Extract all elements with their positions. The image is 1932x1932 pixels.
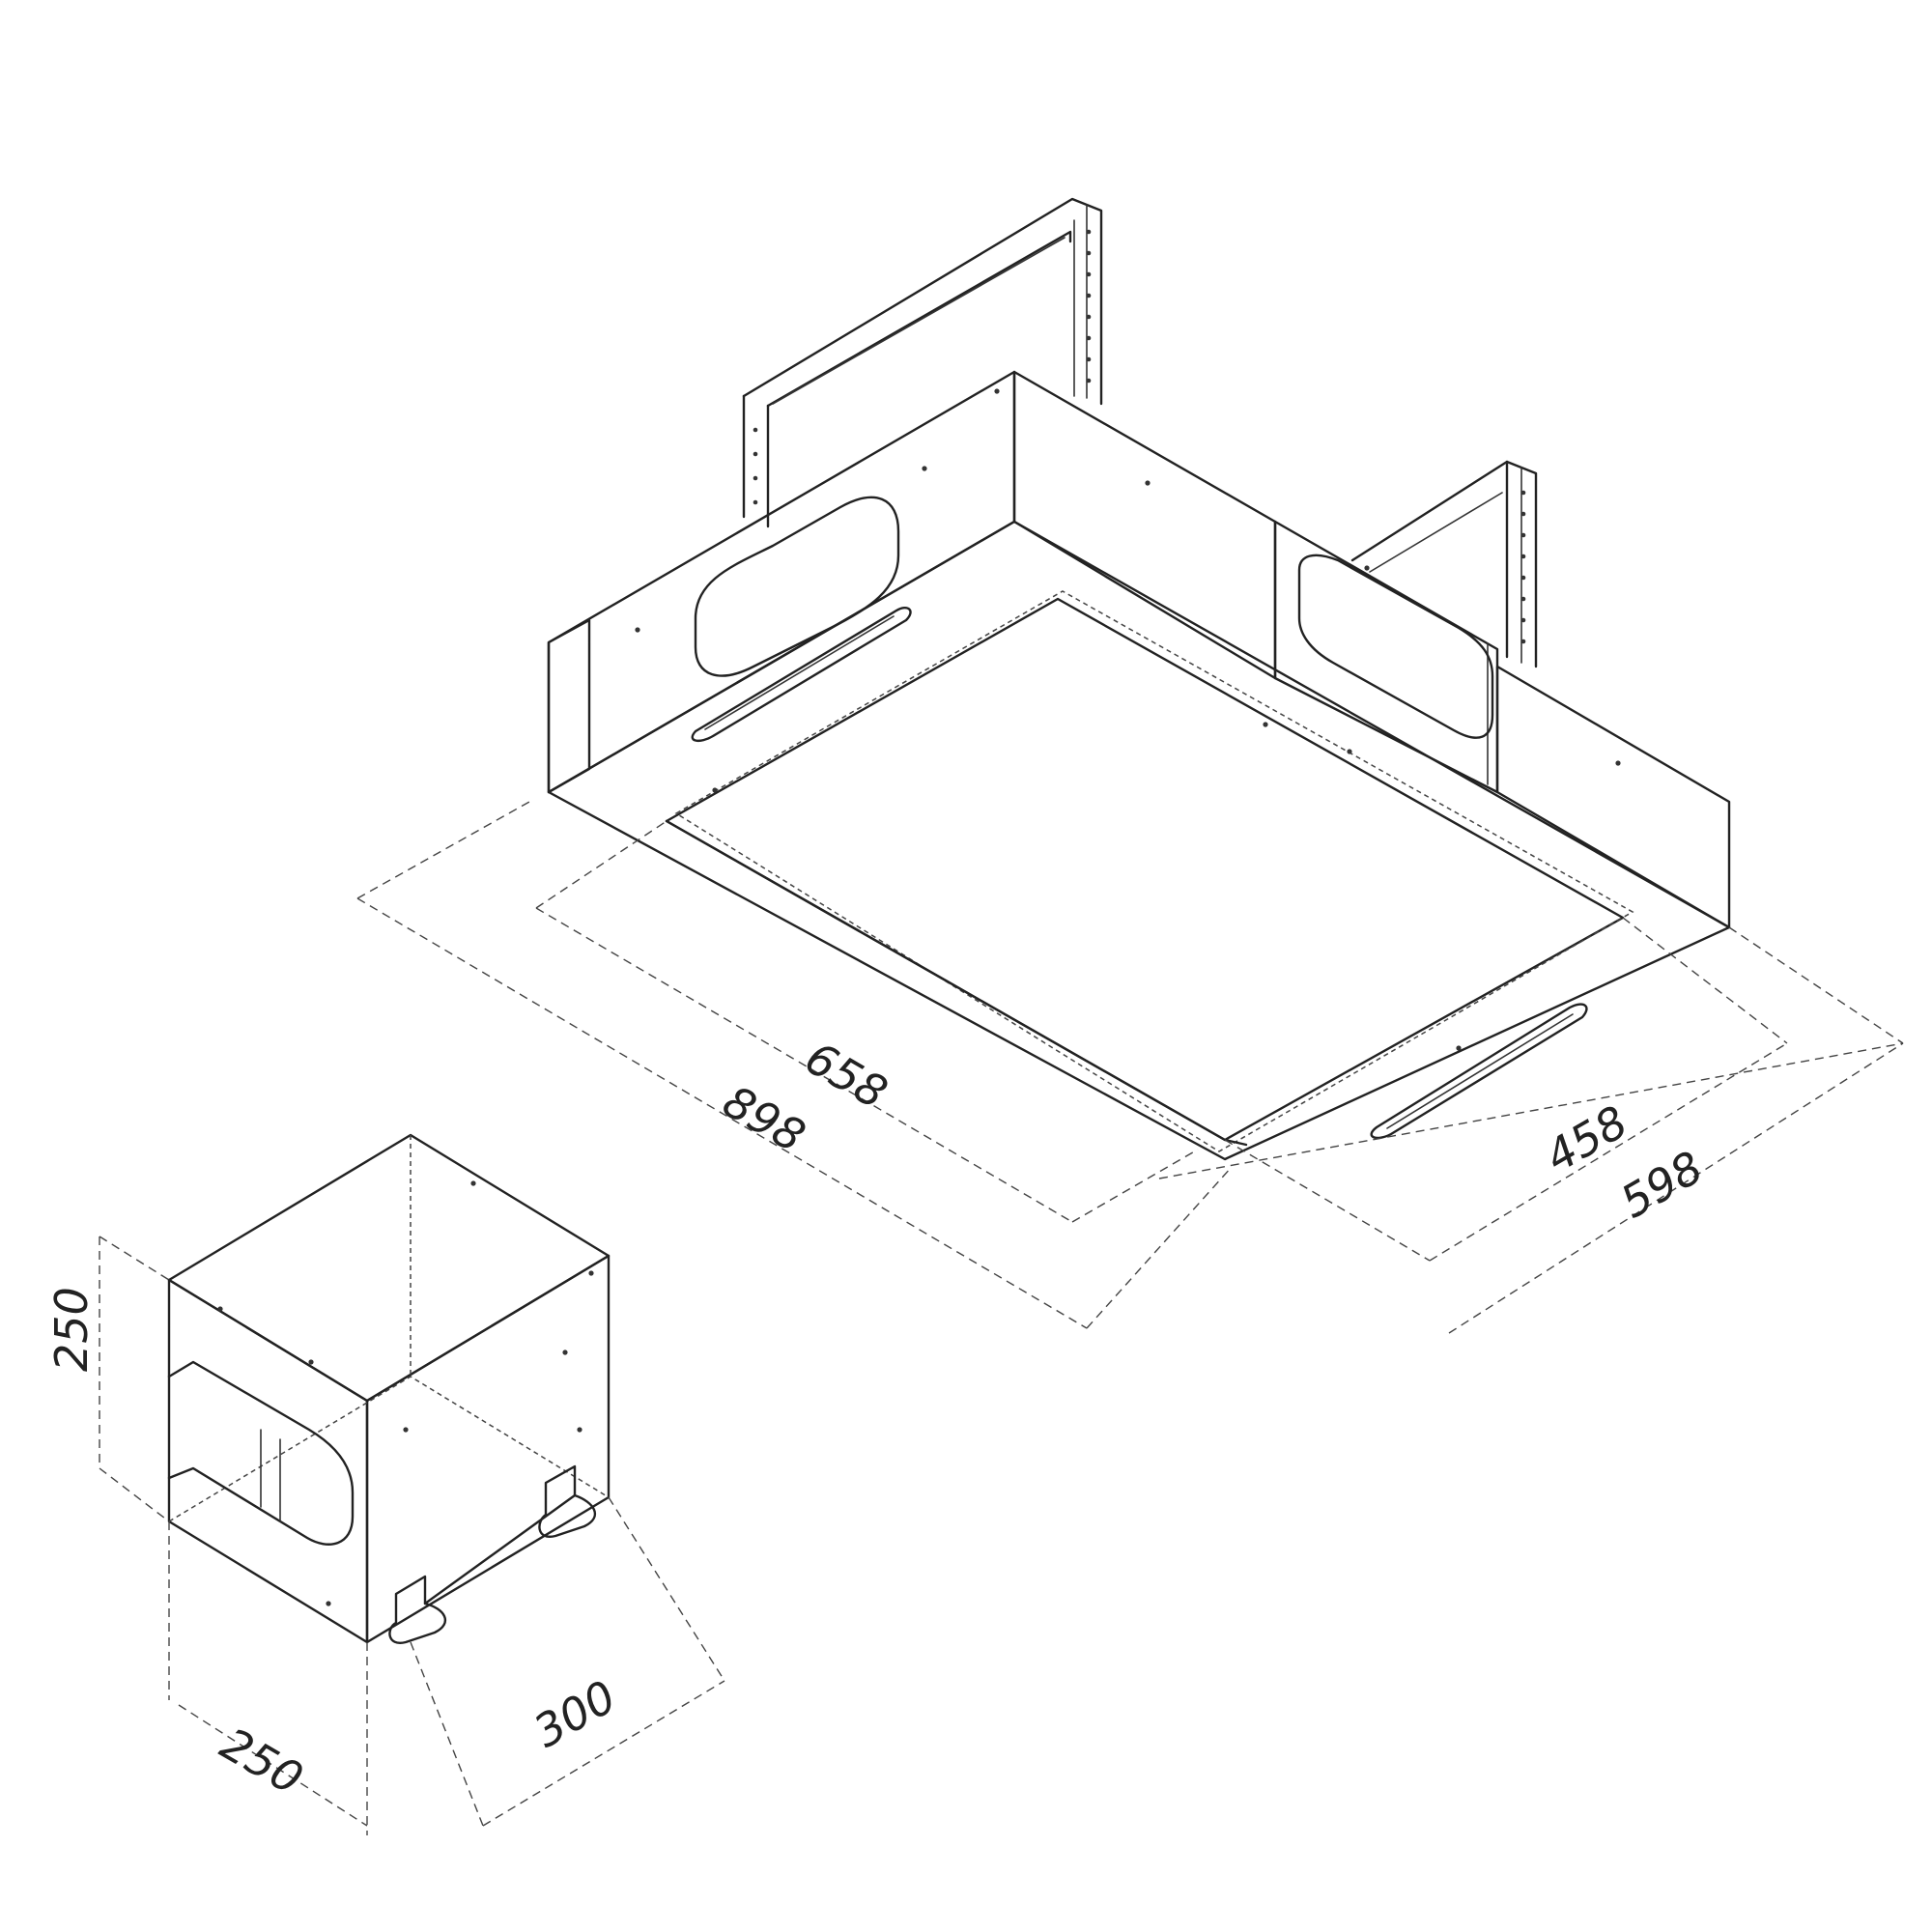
left-mounting-bracket: [742, 197, 1103, 528]
dim-label-598: 598: [1612, 1141, 1712, 1229]
dim-label-motor-width: 250: [213, 1718, 312, 1805]
remote-motor-unit: 250 250 300: [45, 1133, 725, 1835]
motor-foot-left: [388, 1575, 447, 1644]
dim-label-658: 658: [797, 1032, 896, 1120]
right-mounting-bracket: [1350, 460, 1538, 668]
left-light-strip: [691, 607, 912, 743]
dim-label-motor-height: 250: [45, 1287, 98, 1372]
left-air-outlet: [694, 496, 900, 677]
hood-canopy: [547, 520, 1731, 1161]
right-air-outlet: [1297, 554, 1494, 739]
motor-dimensions: [99, 1236, 725, 1835]
hood-dimensions: [356, 801, 1904, 1334]
dim-label-458: 458: [1537, 1095, 1636, 1183]
dim-label-motor-depth: 300: [526, 1670, 625, 1758]
motor-air-outlet: [167, 1360, 355, 1546]
hood-assembly: 658 898 458 598: [356, 197, 1904, 1334]
dim-label-898: 898: [715, 1075, 814, 1163]
right-light-strip: [1370, 1003, 1588, 1140]
